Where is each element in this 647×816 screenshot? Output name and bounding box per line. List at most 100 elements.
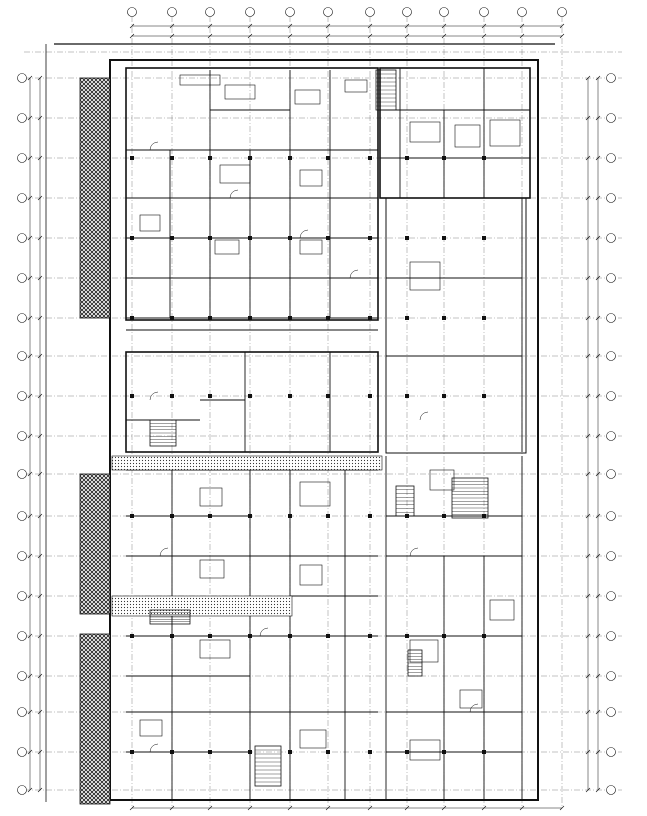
fixture-2 xyxy=(294,89,321,105)
dimension-tick-3-8 xyxy=(595,393,601,399)
column-9-3 xyxy=(482,394,486,398)
fixture-7 xyxy=(219,164,251,184)
grid-bubble-top-8 xyxy=(439,7,449,17)
h-dimension-tick-2-0 xyxy=(129,805,135,811)
grid-bubble-right-9 xyxy=(606,431,616,441)
outer-walls xyxy=(45,43,555,802)
grid-bubble-right-10 xyxy=(606,469,616,479)
grid-bubble-right-17 xyxy=(606,747,616,757)
dimension-tick-0-17 xyxy=(27,749,33,755)
room-partitions xyxy=(126,68,530,800)
column-4-2 xyxy=(288,316,292,320)
h-dimension-tick-1-3 xyxy=(247,33,253,39)
dimension-tick-0-15 xyxy=(27,673,33,679)
dimension-tick-0-16 xyxy=(27,709,33,715)
dimension-tick-3-16 xyxy=(595,709,601,715)
column-9-6 xyxy=(482,750,486,754)
grid-bubble-right-18 xyxy=(606,785,616,795)
grid-bubble-right-15 xyxy=(606,671,616,681)
fixture-5 xyxy=(454,124,481,148)
dimension-tick-2-15 xyxy=(585,673,591,679)
grid-bubble-top-4 xyxy=(285,7,295,17)
dimension-tick-2-9 xyxy=(585,433,591,439)
h-dimension-tick-1-2 xyxy=(207,33,213,39)
central-hall-outline xyxy=(125,351,379,453)
h-dimension-tick-1-7 xyxy=(404,33,410,39)
dimension-tick-0-6 xyxy=(27,315,33,321)
grid-bubble-right-13 xyxy=(606,591,616,601)
dimension-tick-3-14 xyxy=(595,633,601,639)
column-6-5 xyxy=(368,634,372,638)
dimension-tick-1-18 xyxy=(37,787,43,793)
column-3-4 xyxy=(248,514,252,518)
grid-bubble-right-7 xyxy=(606,351,616,361)
dimension-tick-1-7 xyxy=(37,353,43,359)
h-dimension-tick-0-4 xyxy=(287,23,293,29)
fixture-17 xyxy=(299,564,323,586)
column-7-0 xyxy=(405,156,409,160)
column-6-6 xyxy=(368,750,372,754)
column-2-4 xyxy=(208,514,212,518)
column-2-0 xyxy=(208,156,212,160)
grid-bubble-left-4 xyxy=(17,233,27,243)
dimension-tick-1-17 xyxy=(37,749,43,755)
fixture-16 xyxy=(199,559,225,579)
h-dimension-tick-0-1 xyxy=(169,23,175,29)
column-0-0 xyxy=(130,156,134,160)
dimension-tick-2-0 xyxy=(585,75,591,81)
dimension-tick-3-7 xyxy=(595,353,601,359)
grid-bubble-right-3 xyxy=(606,193,616,203)
dimension-tick-1-0 xyxy=(37,75,43,81)
h-dimension-tick-2-11 xyxy=(559,805,565,811)
dimension-tick-2-1 xyxy=(585,115,591,121)
h-dimension-tick-1-4 xyxy=(287,33,293,39)
dimension-tick-0-14 xyxy=(27,633,33,639)
grid-bubbles xyxy=(17,7,616,795)
column-0-5 xyxy=(130,634,134,638)
h-dimension-tick-0-5 xyxy=(325,23,331,29)
h-dimension-tick-1-6 xyxy=(367,33,373,39)
dimension-tick-0-5 xyxy=(27,275,33,281)
h-dimension-tick-0-7 xyxy=(404,23,410,29)
grid-bubble-top-7 xyxy=(402,7,412,17)
dimension-tick-0-18 xyxy=(27,787,33,793)
dimension-tick-3-1 xyxy=(595,115,601,121)
column-2-5 xyxy=(208,634,212,638)
column-3-2 xyxy=(248,316,252,320)
h-dimension-tick-2-10 xyxy=(519,805,525,811)
column-4-4 xyxy=(288,514,292,518)
dimension-tick-1-16 xyxy=(37,709,43,715)
dimension-tick-3-15 xyxy=(595,673,601,679)
column-6-3 xyxy=(368,394,372,398)
fixture-9 xyxy=(139,214,161,232)
h-dimension-tick-1-11 xyxy=(559,33,565,39)
h-dimension-tick-1-1 xyxy=(169,33,175,39)
column-0-2 xyxy=(130,316,134,320)
h-dimension-tick-0-6 xyxy=(367,23,373,29)
grid-bubble-left-6 xyxy=(17,313,27,323)
fixture-20 xyxy=(459,689,483,709)
column-5-2 xyxy=(326,316,330,320)
fixture-1 xyxy=(224,84,256,100)
column-3-6 xyxy=(248,750,252,754)
column-6-4 xyxy=(368,514,372,518)
grid-bubble-left-16 xyxy=(17,707,27,717)
fixture-10 xyxy=(214,239,240,255)
h-dimension-tick-2-9 xyxy=(481,805,487,811)
grid-bubble-right-11 xyxy=(606,511,616,521)
h-dimension-tick-1-5 xyxy=(325,33,331,39)
grid-bubble-left-11 xyxy=(17,511,27,521)
grid-bubble-right-4 xyxy=(606,233,616,243)
column-9-4 xyxy=(482,514,486,518)
dimension-tick-0-8 xyxy=(27,393,33,399)
dimension-tick-1-10 xyxy=(37,471,43,477)
dimension-tick-1-1 xyxy=(37,115,43,121)
door-swing-3 xyxy=(349,269,359,279)
grid-bubble-top-2 xyxy=(205,7,215,17)
dimension-tick-0-1 xyxy=(27,115,33,121)
dimension-tick-0-0 xyxy=(27,75,33,81)
column-3-1 xyxy=(248,236,252,240)
column-2-3 xyxy=(208,394,212,398)
grid-bubble-right-14 xyxy=(606,631,616,641)
